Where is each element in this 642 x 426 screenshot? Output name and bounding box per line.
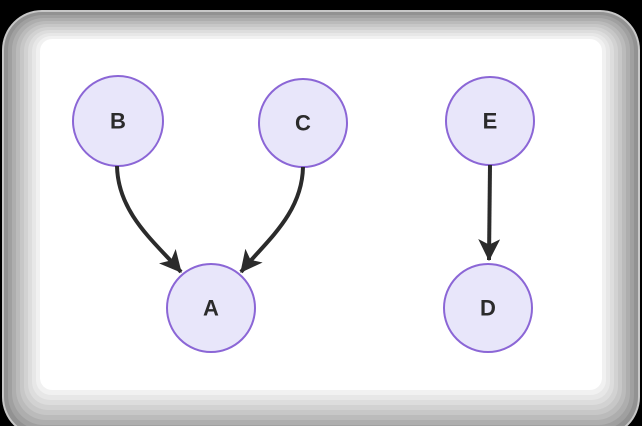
node-A-circle (166, 263, 256, 353)
edge-C-A (239, 166, 305, 274)
node-E: E (445, 76, 535, 166)
edge-E-D (478, 164, 501, 262)
node-A-label: A (203, 296, 219, 321)
node-D-circle (443, 263, 533, 353)
node-B: B (72, 75, 164, 167)
node-C-label: C (295, 111, 311, 136)
node-D-label: D (480, 296, 496, 321)
edge-B-A (115, 165, 183, 274)
node-A: A (166, 263, 256, 353)
node-E-label: E (483, 109, 498, 134)
node-D: D (443, 263, 533, 353)
frame-layer (2, 10, 640, 426)
node-C: C (258, 78, 348, 168)
card-frame (2, 10, 640, 426)
frame-layer (4, 12, 638, 426)
node-B-label: B (110, 109, 126, 134)
